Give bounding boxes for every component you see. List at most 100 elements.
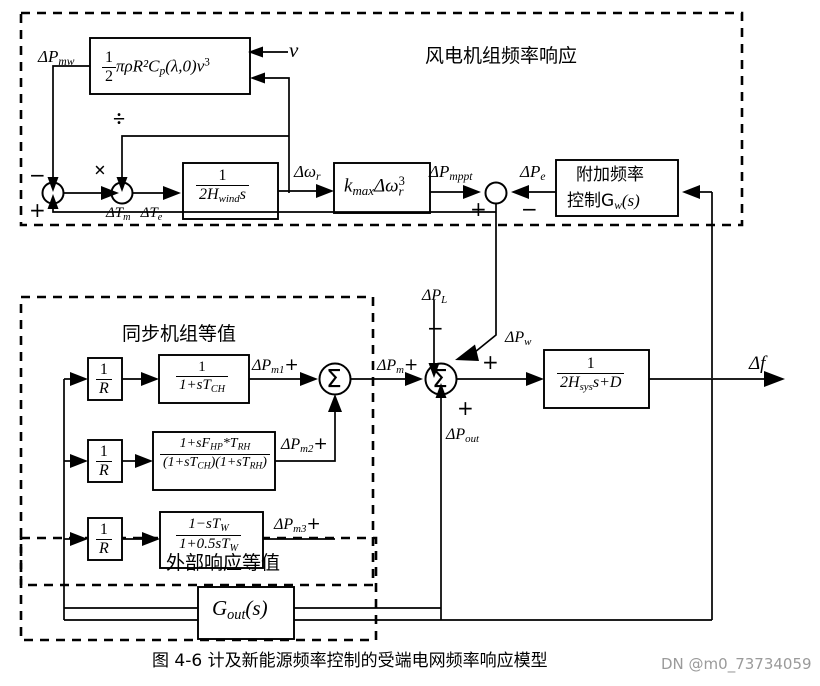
mppt-k: k [344, 175, 353, 197]
controller-line-1: 附加频率 [576, 165, 644, 185]
p-m-text: ΔP [377, 357, 397, 374]
p-e-text: ΔP [520, 162, 541, 181]
p-l-sign: − [427, 316, 444, 340]
p-m1-label: ΔPm1+ [252, 357, 299, 376]
p-m-label: ΔPm+ [377, 357, 418, 376]
aero-expr-tail: (λ,0)v [165, 56, 205, 76]
wire-divide-branch [121, 135, 289, 177]
p-w-text: ΔP [505, 329, 525, 346]
aero-expr-pow: 3 [204, 56, 210, 69]
grid-sum-symbol: Σ [432, 364, 448, 393]
wind-inertia-den-sub: wind [218, 193, 240, 206]
gov2-den-mid: )(1+sT [210, 455, 250, 471]
external-transfer-block [197, 586, 295, 640]
wind-inertia-block [182, 162, 279, 220]
swing-den: 2Hsyss+D [557, 373, 625, 394]
droop3-num: 1 [99, 521, 108, 538]
sum3-minus-sign: − [521, 197, 538, 221]
controller-line2-pre: 控制G [567, 191, 615, 211]
governor-formula-reheat: 1+sFHP*TRH (1+sTCH)(1+sTRH) [160, 437, 270, 472]
mppt-dw: Δω [373, 175, 399, 197]
wire-omegar-to-aero [265, 77, 290, 193]
p-out-label: ΔPout [446, 427, 479, 445]
gov2-den-pre: (1+sT [163, 455, 198, 471]
droop1-den: R [96, 379, 112, 397]
swing-num: 1 [586, 355, 595, 372]
aero-coeff-den: 2 [102, 67, 116, 85]
torque-diff-a: ΔT [106, 205, 124, 221]
controller-line2-sub: w [614, 199, 622, 213]
gout-tail: (s) [245, 596, 268, 620]
aero-power-block [89, 37, 251, 95]
governor-block-reheat [152, 431, 276, 491]
watermark: DN @m0_73734059 [661, 655, 812, 673]
p-m2-text: ΔP [281, 436, 301, 453]
torque-diff-b: −ΔT [130, 205, 158, 221]
torque-diff-label: ΔTm−ΔTe [106, 206, 162, 223]
wind-group-title: 风电机组频率响应 [425, 45, 578, 67]
droop2-num: 1 [99, 443, 108, 460]
p-mw-text: ΔP [38, 47, 59, 66]
mppt-formula: kmaxΔωr3 [344, 175, 405, 198]
p-mw-sub: mw [58, 55, 75, 69]
figure-caption: 图 4-6 计及新能源频率控制的受端电网频率响应模型 [152, 651, 548, 671]
wire-pm2-to-sum [275, 412, 336, 462]
wind-inertia-num: 1 [218, 167, 227, 184]
governor-formula-nonreheat: 1 1+sTCH [176, 360, 228, 395]
wind-group-boundary [19, 11, 744, 227]
gov3-den: 1+0.5sTW [176, 535, 242, 554]
p-w-sub: w [524, 336, 532, 349]
p-e-label: ΔPe [520, 163, 546, 183]
swing-den-sub: sys [579, 381, 593, 394]
gov2-den-sub1: CH [197, 461, 211, 472]
p-m3-label: ΔPm3+ [274, 516, 321, 535]
p-out-sub: out [465, 433, 480, 446]
swing-den-post: s+D [592, 374, 622, 391]
wire-pw-into-gridsum [474, 248, 497, 353]
sync-sum-symbol: Σ [326, 364, 342, 393]
p-mppt-text: ΔP [429, 162, 450, 181]
delta-f-label: Δf [749, 353, 766, 374]
p-l-label: ΔPL [422, 288, 447, 306]
aero-expr: πρR²C [116, 56, 160, 76]
p-mppt-label: ΔPmppt [429, 163, 472, 183]
torque-diff-sub2: e [157, 211, 163, 223]
omega-r-sub: r [315, 170, 321, 184]
multiply-operator: × [94, 158, 106, 182]
wind-speed-label: v [289, 38, 299, 62]
gov2-den-sub2: RH [249, 461, 263, 472]
omega-r-label: Δωr [294, 163, 320, 183]
sync-group-title: 同步机组等值 [122, 323, 237, 345]
wind-inertia-den-pre: 2H [199, 186, 219, 203]
gov2-num-mid: *T [222, 436, 238, 451]
p-m3-sub: m3 [293, 523, 307, 536]
p-m-sign: + [404, 355, 419, 375]
p-m2-sub: m2 [300, 443, 314, 456]
droop2-den: R [96, 461, 112, 479]
p-m3-sign: + [306, 514, 321, 534]
freq-controller-block [555, 159, 679, 217]
governor-formula-hydro: 1−sTW 1+0.5sTW [176, 517, 242, 554]
p-l-text: ΔP [422, 287, 442, 304]
system-swing-block [543, 349, 650, 409]
sync-group-boundary [19, 295, 375, 587]
governor-block-hydro [159, 511, 264, 569]
gov3-num-sub: W [220, 522, 229, 534]
omega-r-text: Δω [294, 162, 316, 181]
wire-pmw [52, 65, 90, 177]
p-w-label: ΔPw [505, 330, 531, 348]
controller-line2-post: (s) [621, 191, 640, 210]
gov3-den-pre: 1+0.5sT [179, 536, 230, 553]
mppt-dw-pow: 3 [398, 174, 405, 188]
gov1-den-pre: 1+sT [179, 377, 211, 393]
sum3-plus-sign: + [470, 197, 487, 221]
aero-expr-sub: p [159, 64, 166, 78]
p-l-sub: L [441, 294, 448, 307]
external-group-title: 外部响应等值 [166, 552, 281, 574]
wind-inertia-den: 2Hwinds [196, 185, 249, 205]
